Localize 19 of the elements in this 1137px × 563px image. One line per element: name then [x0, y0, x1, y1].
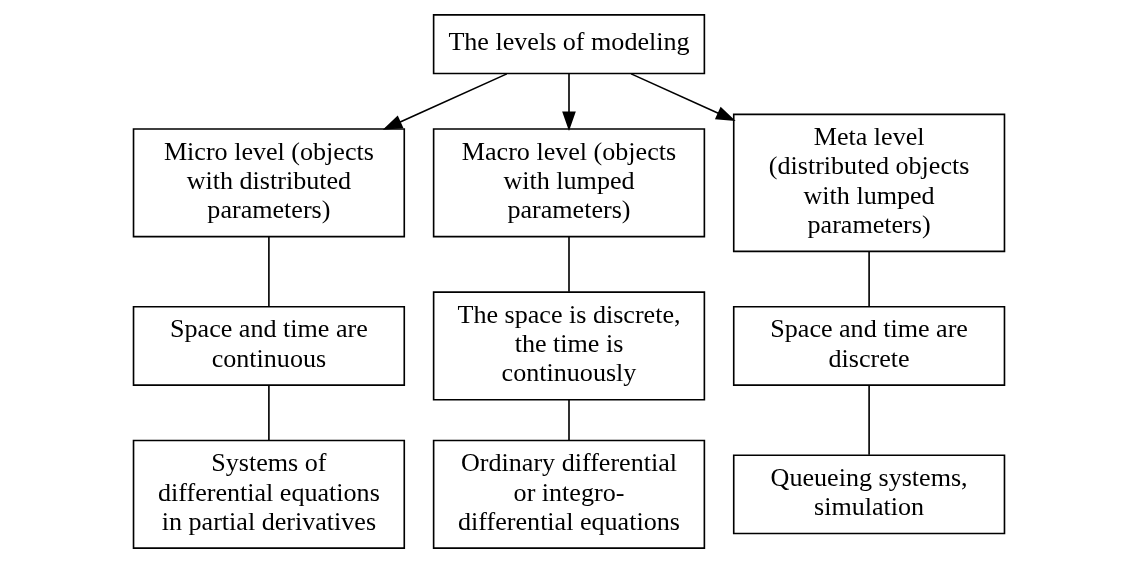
node-box: Space and time are discrete [732, 305, 1005, 386]
connector [267, 235, 270, 308]
arrow [382, 73, 508, 130]
node-box: Space and time are continuous [132, 305, 405, 386]
node-box: Meta level (distributed objects with lumped parameters) [732, 113, 1005, 253]
node-box: The levels of modeling [432, 14, 705, 75]
connector [567, 235, 570, 293]
connector [867, 384, 870, 456]
connector [567, 399, 570, 442]
connector [267, 384, 270, 441]
node-box: Ordinary differential or integro-differential equations [432, 439, 705, 549]
node-box: Micro level (objects with distributed parameters) [132, 128, 405, 238]
arrow [629, 73, 736, 121]
node-box: The space is discrete, the time is continuously [432, 291, 705, 401]
node-box: Systems of differential equations in partial derivatives [132, 439, 405, 549]
connector [867, 250, 870, 308]
arrow [561, 73, 576, 132]
node-box: Queueing systems, simulation [732, 454, 1005, 535]
node-box: Macro level (objects with lumped parameters) [432, 128, 705, 238]
